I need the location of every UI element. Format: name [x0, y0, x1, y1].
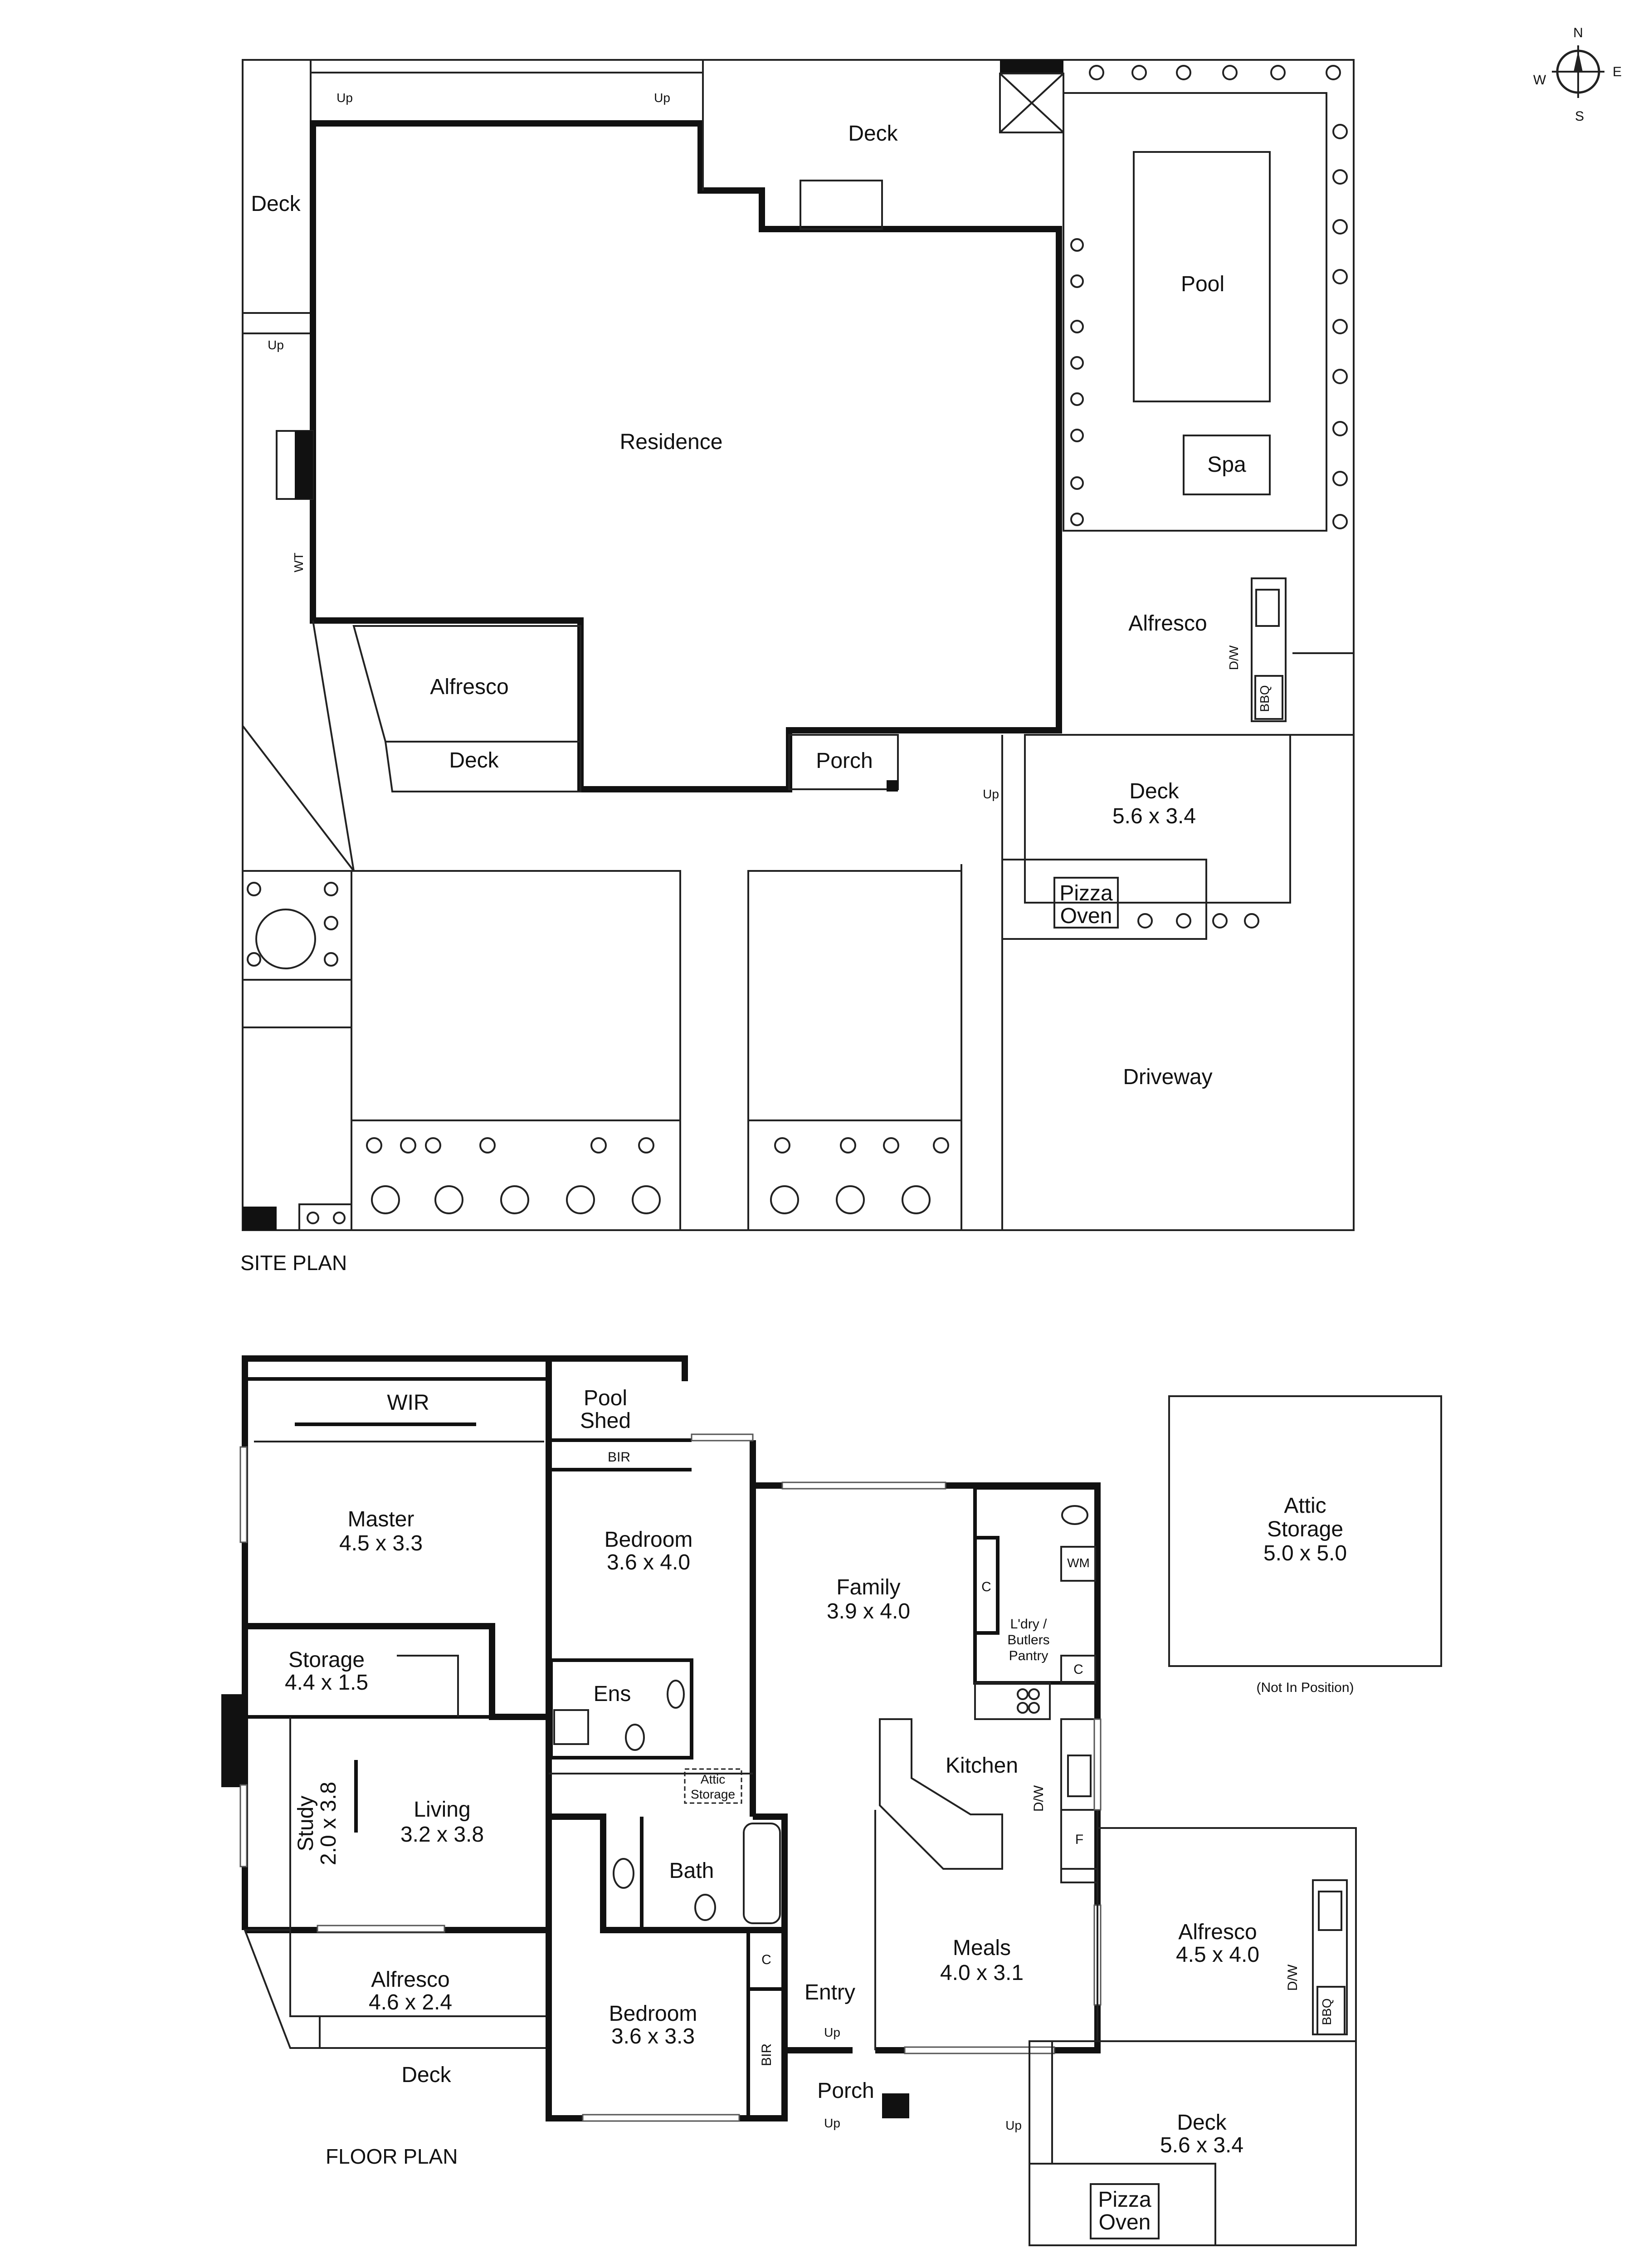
driveway-label: Driveway: [1123, 1065, 1212, 1089]
residence-label: Residence: [620, 430, 723, 454]
spa: [1183, 435, 1271, 495]
living-label: Living: [414, 1798, 470, 1822]
attic-small-label-2: Storage: [691, 1787, 735, 1801]
family-label: Family: [836, 1575, 900, 1599]
site-plan: Up Up Up Residence Deck Deck WT Pool Spa…: [240, 59, 1355, 1275]
compass-west: W: [1533, 73, 1546, 88]
pizza-oven-label-2: Oven: [1099, 2210, 1151, 2234]
deck-rear-dim: 5.6 x 3.4: [1112, 804, 1196, 828]
deck-rear-label: Deck: [1129, 779, 1179, 803]
tree-icons: [247, 65, 1348, 1224]
wm-label: WM: [1067, 1556, 1090, 1570]
alfresco-right-label: Alfresco: [1128, 611, 1207, 635]
pizza-oven-label: Pizza: [1059, 881, 1113, 905]
attic-note: (Not In Position): [1256, 1680, 1354, 1695]
pizza-oven-label: Pizza: [1098, 2188, 1151, 2212]
site-boundary: [242, 59, 1355, 1231]
entry-label: Entry: [804, 1980, 855, 2004]
living-dim: 3.2 x 3.8: [400, 1823, 484, 1847]
kitchen-label: Kitchen: [946, 1754, 1018, 1778]
attic-storage-box: [1168, 1395, 1442, 1667]
fridge-label: F: [1075, 1832, 1083, 1847]
up-label: Up: [336, 91, 353, 105]
bedroom1-label: Bedroom: [605, 1528, 693, 1552]
dw-label: D/W: [1227, 645, 1241, 670]
porch-label: Porch: [817, 2079, 874, 2103]
bedroom2-dim: 3.6 x 3.3: [611, 2024, 695, 2048]
up-label: Up: [824, 2025, 840, 2039]
alfresco-left-dim: 4.6 x 2.4: [369, 1990, 452, 2014]
compass-icon: N S E W: [1533, 25, 1622, 124]
meals-dim: 4.0 x 3.1: [940, 1961, 1024, 1985]
dw-label: D/W: [1031, 1785, 1046, 1812]
alfresco-left-label: Alfresco: [430, 675, 508, 699]
study-label: Study: [294, 1796, 318, 1852]
ensuite-label: Ens: [594, 1682, 631, 1706]
attic-small-label: Attic: [701, 1772, 725, 1786]
spa-label: Spa: [1207, 453, 1246, 477]
family-dim: 3.9 x 4.0: [827, 1599, 910, 1623]
wir-label: WIR: [387, 1391, 429, 1415]
compass-north: N: [1573, 25, 1583, 40]
up-label: Up: [1005, 2118, 1022, 2132]
pool-shed-label-2: Shed: [580, 1409, 631, 1433]
alfresco-left-label: Alfresco: [371, 1968, 449, 1992]
storage-dim: 4.4 x 1.5: [285, 1671, 368, 1695]
bath-label: Bath: [669, 1859, 714, 1883]
cupboard-label: C: [761, 1952, 771, 1967]
bbq-label: BBQ: [1258, 685, 1272, 712]
up-label: Up: [824, 2116, 840, 2130]
deck-bottom-left-label: Deck: [449, 748, 499, 772]
laundry-label: L'dry /: [1010, 1617, 1047, 1632]
floor-plan: WIR Pool Shed BIR Master 4.5 x 3.3 Stora…: [221, 1355, 1442, 2246]
master-dim: 4.5 x 3.3: [339, 1531, 423, 1555]
residence-outline: [310, 120, 1062, 792]
cupboard-label: C: [981, 1579, 991, 1594]
alfresco-right-dim: 4.5 x 4.0: [1176, 1943, 1259, 1967]
attic-dim: 5.0 x 5.0: [1263, 1541, 1347, 1565]
pool-shed-label: Pool: [584, 1386, 627, 1410]
deck-left-label: Deck: [401, 2063, 451, 2087]
compass-east: E: [1613, 64, 1622, 79]
wt-label: WT: [292, 552, 306, 572]
up-label: Up: [983, 787, 999, 801]
attic-label: Attic: [1284, 1494, 1326, 1518]
laundry-label-3: Pantry: [1009, 1648, 1048, 1663]
porch-label: Porch: [816, 749, 873, 773]
pool: [1133, 151, 1271, 402]
master-label: Master: [348, 1507, 414, 1531]
attic-label-2: Storage: [1267, 1517, 1343, 1541]
bedroom1-dim: 3.6 x 4.0: [607, 1550, 690, 1574]
deck-right-label: Deck: [1177, 2111, 1227, 2135]
bir-bottom-label: BIR: [759, 2043, 774, 2066]
floor-plan-title: FLOOR PLAN: [326, 2145, 458, 2168]
bedroom2-label: Bedroom: [609, 2002, 697, 2026]
dw-right-label: D/W: [1285, 1964, 1300, 1991]
storage-label: Storage: [288, 1648, 365, 1672]
alfresco-right-label: Alfresco: [1178, 1920, 1257, 1944]
pizza-oven-label-2: Oven: [1060, 904, 1112, 928]
deck-right-dim: 5.6 x 3.4: [1160, 2133, 1243, 2157]
compass-south: S: [1575, 109, 1584, 124]
site-plan-title: SITE PLAN: [240, 1251, 347, 1275]
laundry-label-2: Butlers: [1007, 1633, 1049, 1647]
bir-top-label: BIR: [608, 1450, 630, 1465]
deck-left-label: Deck: [251, 192, 301, 216]
pool-label: Pool: [1181, 272, 1224, 296]
cupboard-label: C: [1073, 1662, 1083, 1677]
deck-top-label: Deck: [848, 122, 898, 146]
bbq-label: BBQ: [1320, 1998, 1334, 2025]
meals-label: Meals: [953, 1936, 1011, 1960]
up-label: Up: [654, 91, 670, 105]
study-dim: 2.0 x 3.8: [317, 1782, 341, 1865]
up-label: Up: [268, 338, 284, 352]
